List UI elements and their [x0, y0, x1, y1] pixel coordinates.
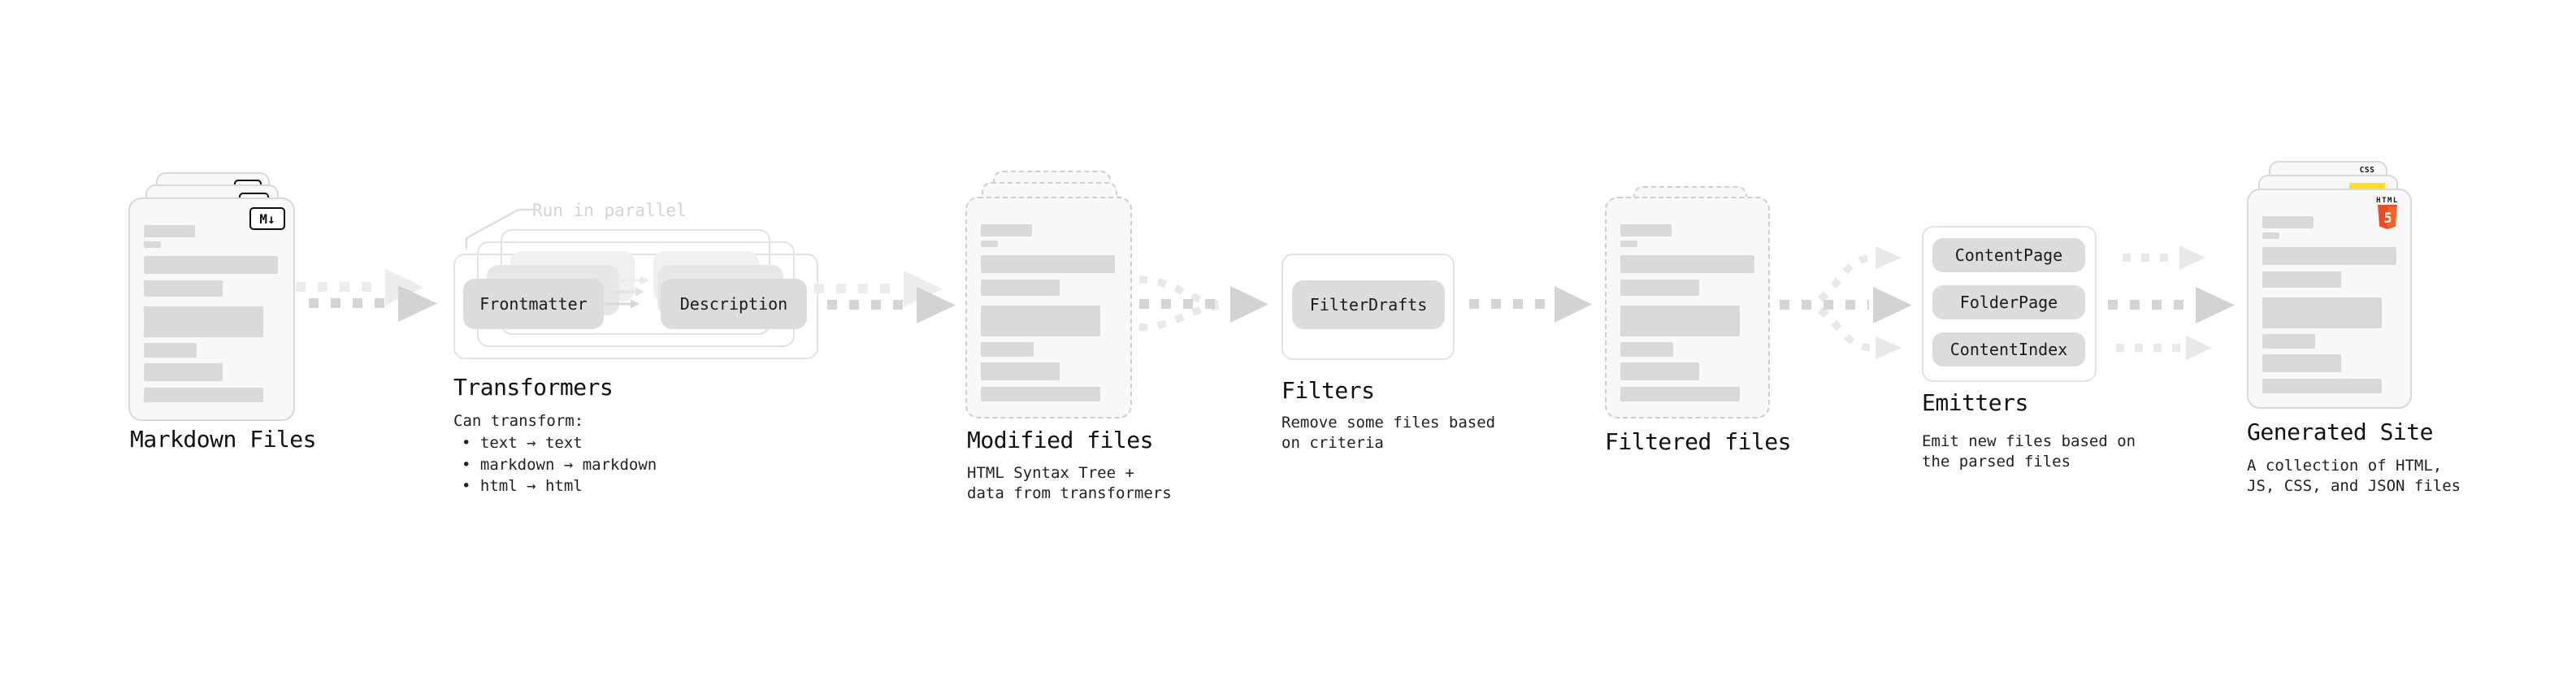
text-line-placeholder	[981, 387, 1100, 401]
text-line-placeholder	[144, 280, 223, 297]
text-line-placeholder	[144, 241, 161, 248]
text-line-placeholder	[1620, 387, 1740, 401]
text-line-placeholder	[1620, 280, 1699, 296]
text-line-placeholder	[144, 343, 197, 358]
text-line-placeholder	[2262, 216, 2314, 228]
text-line-placeholder	[144, 388, 263, 402]
stage-label-filtered-files: Filtered files	[1605, 428, 1792, 455]
text-line-placeholder	[1620, 224, 1672, 236]
stage-label-modified-files: Modified files	[967, 427, 1154, 453]
html5-logo-label: HTML	[2376, 197, 2399, 205]
file-content-placeholder	[130, 199, 293, 419]
run-in-parallel-annotation: Run in parallel	[532, 201, 687, 220]
transformers-bullet-list: • text → text • markdown → markdown • ht…	[462, 432, 657, 497]
text-line-placeholder	[981, 255, 1115, 273]
text-line-placeholder	[2262, 354, 2341, 372]
file-content-placeholder	[2249, 190, 2410, 407]
arrow-modified-to-filters	[1138, 275, 1268, 332]
markdown-file-card-front: M↓	[128, 197, 295, 421]
text-line-placeholder	[144, 256, 278, 274]
arrow-markdown-to-transformers	[296, 269, 437, 322]
bullet-item: • text → text	[462, 434, 583, 452]
text-line-placeholder	[1620, 306, 1740, 336]
bullet-item: • markdown → markdown	[462, 455, 657, 474]
stage-label-emitters: Emitters	[1922, 389, 2028, 416]
text-line-placeholder	[2262, 297, 2382, 328]
text-line-placeholder	[981, 241, 998, 247]
text-line-placeholder	[2262, 379, 2382, 393]
bullet-item: • html → html	[462, 477, 583, 495]
text-line-placeholder	[144, 225, 195, 237]
text-line-placeholder	[981, 342, 1034, 357]
contentindex-pill: ContentIndex	[1932, 332, 2085, 367]
stage-label-markdown-files: Markdown Files	[130, 426, 317, 453]
contentpage-pill: ContentPage	[1932, 238, 2085, 272]
arrow-filtered-to-emitters	[1780, 246, 1912, 359]
stage-label-filters: Filters	[1281, 377, 1375, 404]
modified-files-caption: HTML Syntax Tree + data from transformer…	[967, 464, 1172, 502]
generated-file-card-front: HTML 5	[2247, 189, 2412, 409]
file-content-placeholder	[967, 198, 1130, 417]
frontmatter-pill: Frontmatter	[463, 279, 604, 329]
stage-label-generated-site: Generated Site	[2247, 419, 2434, 445]
text-line-placeholder	[144, 363, 223, 381]
text-line-placeholder	[981, 224, 1032, 236]
text-line-placeholder	[2262, 334, 2315, 349]
text-line-placeholder	[981, 306, 1100, 336]
folderpage-pill: FolderPage	[1932, 285, 2085, 319]
stage-label-transformers: Transformers	[453, 374, 614, 401]
transformers-caption: Can transform:	[453, 412, 584, 430]
generated-site-caption: A collection of HTML, JS, CSS, and JSON …	[2247, 457, 2461, 495]
text-line-placeholder	[2262, 232, 2279, 239]
text-line-placeholder	[1620, 362, 1699, 380]
css-badge-label: CSS	[2359, 166, 2375, 175]
text-line-placeholder	[1620, 241, 1637, 247]
modified-file-card-front	[965, 197, 1132, 419]
transformer-layer-box-front	[453, 254, 818, 359]
text-line-placeholder	[144, 306, 263, 337]
text-line-placeholder	[2262, 247, 2396, 265]
html5-logo: HTML 5	[2374, 197, 2400, 229]
text-line-placeholder	[1620, 342, 1673, 357]
html5-shield-icon: 5	[2378, 205, 2397, 229]
text-line-placeholder	[2262, 271, 2341, 288]
text-line-placeholder	[1620, 255, 1754, 273]
arrow-emitters-to-generated	[2108, 245, 2235, 360]
svg-text:5: 5	[2384, 210, 2392, 226]
markdown-icon: M↓	[249, 207, 285, 230]
text-line-placeholder	[981, 362, 1060, 380]
emitters-caption: Emit new files based on the parsed files	[1922, 432, 2136, 471]
description-pill: Description	[661, 279, 807, 329]
filters-caption: Remove some files based on criteria	[1281, 414, 1496, 452]
text-line-placeholder	[981, 280, 1060, 296]
arrow-transformers-to-modified	[814, 271, 956, 323]
file-content-placeholder	[1607, 198, 1768, 417]
filterdrafts-pill: FilterDrafts	[1292, 280, 1445, 329]
arrow-filters-to-filtered	[1469, 286, 1592, 323]
filtered-file-card-front	[1605, 197, 1770, 419]
